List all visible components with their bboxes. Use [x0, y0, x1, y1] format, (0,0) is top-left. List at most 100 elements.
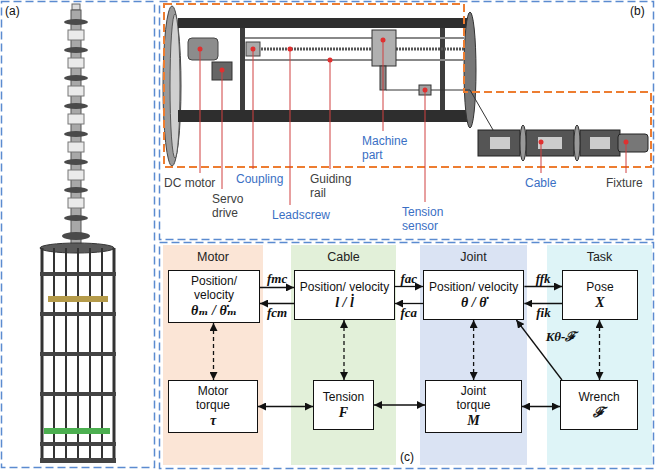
column-band: MotorPosition/ velocityθₘ / θ̇ₘMotor tor… — [163, 245, 263, 465]
joint — [68, 58, 84, 68]
leader-dot — [423, 88, 428, 93]
cage-ring — [40, 458, 116, 463]
cage-part — [44, 428, 110, 434]
panel-label: (c) — [400, 450, 414, 464]
process-box: Position/ velocityθₘ / θ̇ₘ — [168, 270, 260, 323]
column-heading: Motor — [163, 250, 263, 265]
cage-ring — [40, 442, 116, 446]
box-label: Joint torque — [450, 384, 498, 412]
band-grounds — [163, 245, 652, 465]
box-label: Position/ velocity — [173, 274, 255, 302]
mapping-label: fac — [401, 271, 418, 286]
disc — [64, 159, 88, 165]
cage-ring — [40, 272, 116, 276]
cage-ring — [40, 312, 116, 316]
box-label: Motor torque — [189, 384, 237, 412]
symbol-label: M — [467, 412, 479, 429]
band-ground — [547, 245, 652, 465]
panel-frame — [160, 2, 654, 240]
region-outline — [164, 4, 651, 167]
process-box: Wrenchℱ — [560, 380, 638, 430]
signal-arrow — [522, 406, 560, 407]
joint — [68, 198, 84, 208]
part-label: Cable — [525, 176, 556, 190]
mapping-label: fca — [401, 305, 418, 320]
leader-line — [253, 49, 254, 169]
arm-disc — [520, 125, 526, 161]
part-label: Leadscrew — [272, 208, 330, 222]
mapping-label: fmc — [267, 271, 287, 286]
signal-arrow — [473, 320, 474, 380]
symbol-label: θ / θ̇ — [461, 294, 486, 311]
symbol-label: τ — [210, 412, 216, 429]
part-label: Fixture — [606, 176, 643, 190]
disc — [64, 19, 88, 25]
cage-part — [48, 296, 108, 302]
tip — [72, 4, 80, 10]
joint — [68, 142, 84, 152]
symbol-label: F — [339, 404, 348, 421]
part-label: Guiding rail — [310, 172, 358, 200]
arm-link — [580, 130, 620, 156]
symbol-label: ℱ — [593, 404, 605, 421]
leader-dot — [288, 47, 293, 52]
leader-dots — [198, 38, 629, 145]
disc — [62, 232, 90, 240]
fixture — [618, 134, 648, 152]
leader-line — [626, 142, 627, 173]
signal-arrow — [395, 303, 423, 304]
box-label: Position/ velocity — [300, 280, 389, 294]
column-heading: Cable — [291, 250, 396, 265]
signal-arrow — [524, 303, 562, 304]
motor — [188, 38, 218, 60]
panel-label: (a) — [5, 4, 20, 18]
signal-arrow — [213, 323, 214, 380]
leader-line — [290, 49, 291, 205]
region-outline — [164, 4, 651, 167]
panel-label: (b) — [630, 4, 645, 18]
cage-ring — [40, 352, 116, 356]
joint — [68, 114, 84, 124]
carriage — [372, 30, 396, 66]
panel-frame — [2, 2, 155, 468]
column-band: JointPosition/ velocityθ / θ̇ Joint torqu… — [420, 245, 527, 465]
mapping-label: ffk — [536, 271, 551, 286]
leader-line — [200, 49, 201, 173]
disc — [64, 131, 88, 137]
process-box: Position/ velocityl / l̇ — [294, 270, 395, 320]
column-band: CablePosition/ velocityl / l̇ TensionF — [291, 245, 396, 465]
column-heading: Joint — [420, 250, 527, 265]
leader-lines — [200, 40, 626, 205]
end-disc — [163, 6, 181, 166]
disc — [64, 215, 88, 221]
leader-dot — [251, 47, 256, 52]
panel-frame — [160, 243, 654, 469]
arm-slot — [490, 137, 510, 149]
box-label: Wrench — [578, 390, 619, 404]
frame-post — [440, 28, 445, 110]
arm-link — [526, 130, 574, 156]
leader-line — [383, 40, 384, 131]
arm-slot — [538, 137, 562, 149]
signal-arrow — [260, 303, 294, 304]
actuation-cage — [40, 243, 116, 463]
leader-dot — [539, 140, 544, 145]
leader-dot — [328, 58, 333, 63]
process-box: Position/ velocityθ / θ̇ — [423, 270, 524, 320]
signal-arrow — [260, 287, 294, 288]
joint — [68, 30, 84, 40]
column-heading: Task — [547, 250, 652, 265]
end-plate — [464, 12, 476, 128]
box-label: Position/ velocity — [429, 280, 518, 294]
disc — [64, 187, 88, 193]
band-ground — [420, 245, 527, 465]
process-box: PoseX — [562, 270, 638, 320]
joint — [68, 170, 84, 180]
leader-line — [425, 90, 426, 202]
signal-arrow — [599, 320, 600, 380]
leader-dot — [220, 68, 225, 73]
box-label: Tension — [323, 390, 364, 404]
part-label: Servo drive — [212, 192, 252, 220]
guide-rail — [245, 37, 464, 39]
part-label: DC motor — [164, 176, 215, 190]
